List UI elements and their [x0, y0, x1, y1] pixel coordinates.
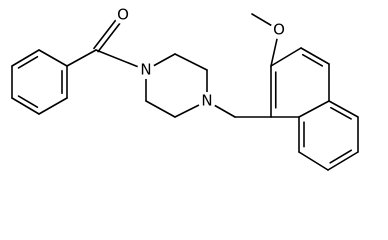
bond-phenyl-carbonyl: [66, 49, 97, 67]
bond-phenyl-inner-1: [17, 55, 39, 69]
bond-phenyl-2: [11, 49, 40, 67]
bond-naph-c2-c3: [270, 47, 302, 67]
bond-naph-c6-c7: [327, 151, 359, 171]
bond-naph-c4a-c8a: [298, 100, 330, 118]
methoxy-oxygen-label: O: [273, 21, 285, 39]
piperazine-n1-atom: N: [137, 61, 155, 79]
piperazine-n4-label: N: [201, 92, 212, 110]
bond-naph-inner-c6-c7: [329, 149, 352, 164]
bond-phenyl-5: [38, 97, 68, 115]
methoxy-oxygen-atom: O: [270, 21, 288, 39]
bond-layer: [11, 12, 359, 171]
atom-label-layer: O O N N: [114, 6, 288, 110]
bond-naph-inner-c3-c4: [301, 53, 324, 67]
bond-phenyl-inner-2: [17, 95, 39, 109]
carbonyl-oxygen-label: O: [117, 6, 129, 24]
piperazine-n1-label: N: [140, 61, 151, 79]
bond-naph-c3-c4: [300, 47, 330, 65]
bond-piperazine-5: [145, 100, 176, 118]
bond-naph-inner-c4a-c5: [330, 106, 352, 120]
bond-phenyl-1: [38, 49, 68, 67]
structure-canvas: O O N N: [11, 6, 359, 171]
carbonyl-oxygen-atom: O: [114, 6, 132, 24]
piperazine-n4-atom: N: [198, 92, 216, 110]
bond-naph-c7-c8: [298, 151, 329, 171]
bond-phenyl-4: [11, 97, 40, 115]
molecule-drawing: O O N N: [11, 6, 359, 171]
bond-naph-c4a-c5: [328, 100, 359, 118]
bond-piperazine-2: [174, 53, 208, 71]
